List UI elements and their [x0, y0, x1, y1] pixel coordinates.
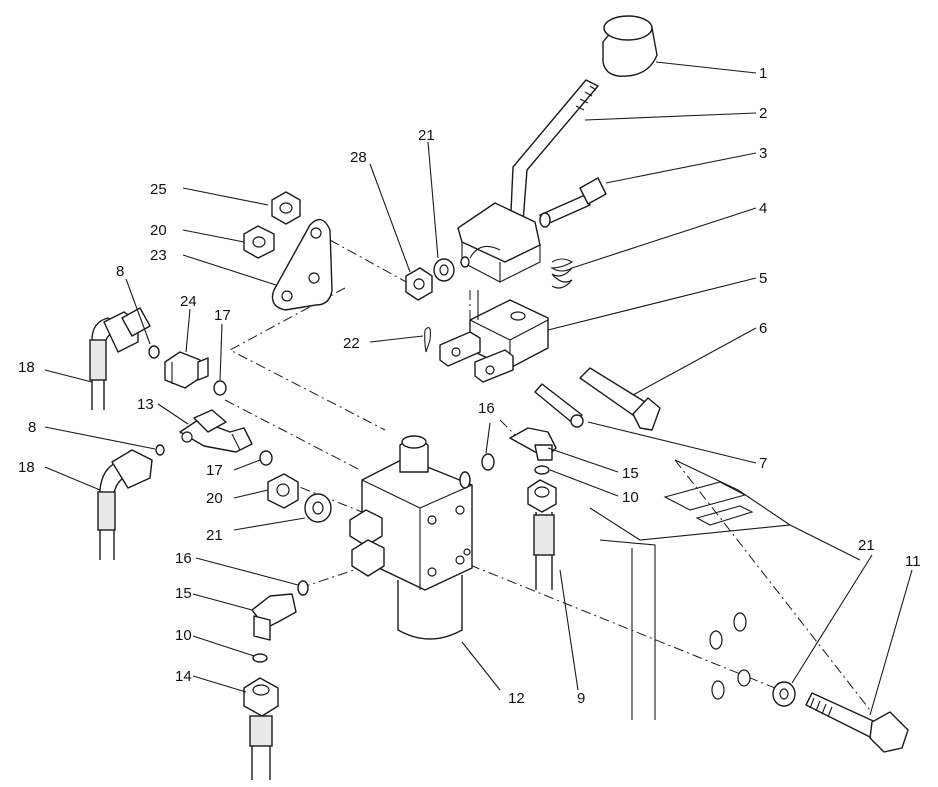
callout-20-upper: 20 [150, 222, 167, 239]
hose-9 [527, 479, 557, 590]
lever-bracket [457, 202, 541, 283]
callout-5: 5 [759, 270, 767, 287]
detent-spring [550, 258, 574, 289]
o-ring-10-right [534, 465, 550, 475]
tractor-frame [589, 459, 861, 720]
washer-21-right [772, 681, 796, 707]
elbow-fitting-15-left [251, 593, 297, 641]
callout-7: 7 [759, 455, 767, 472]
hose-18-lower [97, 449, 153, 560]
callout-25: 25 [150, 181, 167, 198]
callout-13: 13 [137, 396, 154, 413]
callout-9: 9 [577, 690, 585, 707]
callout-18-lower: 18 [18, 459, 35, 476]
o-ring-8-lower [155, 444, 165, 456]
o-ring-16-left [297, 580, 309, 596]
callout-17-upper: 17 [214, 307, 231, 324]
callout-4: 4 [759, 200, 767, 217]
callout-16-left: 16 [175, 550, 192, 567]
pivot-bolt [539, 177, 607, 228]
o-ring-8-upper [148, 345, 160, 359]
callout-17-lower: 17 [206, 462, 223, 479]
callout-1: 1 [759, 65, 767, 82]
elbow-fitting-15-right [509, 427, 557, 461]
o-ring-17-lower [259, 450, 273, 466]
callout-21-left: 21 [206, 527, 223, 544]
callout-labels: 1 2 3 4 5 6 7 8 8 9 10 10 11 12 13 14 15… [18, 65, 921, 707]
callout-18-upper: 18 [18, 359, 35, 376]
callout-10-right: 10 [622, 489, 639, 506]
nut-20-upper [243, 225, 275, 259]
elbow-fitting-13 [179, 409, 253, 453]
control-valve-12 [349, 435, 473, 640]
callout-22: 22 [343, 335, 360, 352]
callout-6: 6 [759, 320, 767, 337]
callout-11: 11 [905, 553, 921, 570]
lever-knob [602, 15, 658, 77]
callout-16-right: 16 [478, 400, 495, 417]
nut-20-lower [267, 473, 299, 509]
cotter-pin [424, 327, 431, 353]
washer-21-left [304, 493, 332, 523]
centerlines [224, 239, 871, 711]
callout-8-upper: 8 [116, 263, 124, 280]
callout-2: 2 [759, 105, 767, 122]
callout-24: 24 [180, 293, 197, 310]
callout-21-right: 21 [858, 537, 875, 554]
linkage-block [439, 290, 549, 383]
callout-3: 3 [759, 145, 767, 162]
mounting-plate [271, 218, 333, 311]
pivot-pin [579, 367, 661, 431]
adapter-24 [164, 351, 209, 389]
hose-18-upper [89, 307, 151, 410]
o-ring-10-left [252, 653, 268, 663]
callout-28: 28 [350, 149, 367, 166]
o-ring-16-right [481, 453, 495, 471]
callout-12: 12 [508, 690, 525, 707]
clevis-pin [534, 383, 584, 428]
callout-14: 14 [175, 668, 192, 685]
nut-25 [271, 191, 301, 225]
leader-lines [44, 61, 913, 716]
callout-10-left: 10 [175, 627, 192, 644]
callout-20-lower: 20 [206, 490, 223, 507]
callout-15-left: 15 [175, 585, 192, 602]
washer-21-top [433, 256, 470, 282]
hose-14 [243, 677, 279, 780]
bolt-11 [805, 692, 909, 753]
callout-8-lower: 8 [28, 419, 36, 436]
o-ring-17-upper [213, 380, 227, 396]
callout-21-top: 21 [418, 127, 435, 144]
callout-15-right: 15 [622, 465, 639, 482]
callout-23: 23 [150, 247, 167, 264]
locknut-28 [405, 267, 433, 301]
